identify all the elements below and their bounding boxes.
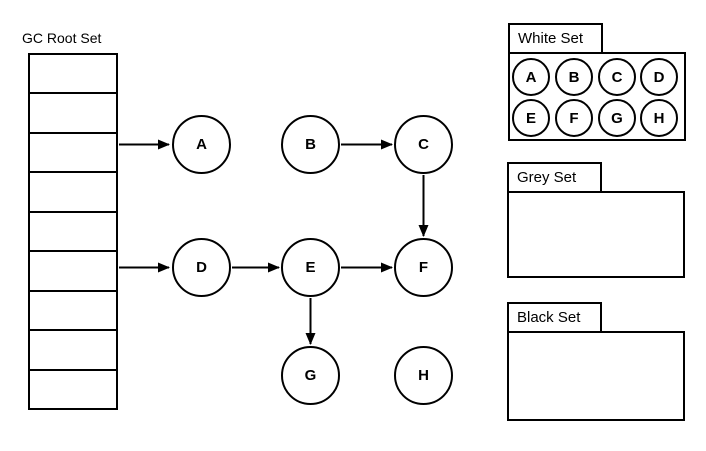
node-label: B (305, 136, 316, 153)
white-set-member: G (598, 99, 636, 137)
root-set-slot (30, 55, 116, 95)
node-h: H (394, 346, 453, 405)
white-set-panel: White Set A B C D E F G H (508, 23, 686, 141)
gc-root-set-table (28, 53, 118, 410)
grey-set-label: Grey Set (517, 169, 577, 186)
node-b: B (281, 115, 340, 174)
white-set-member: E (512, 99, 550, 137)
node-d: D (172, 238, 231, 297)
node-f: F (394, 238, 453, 297)
node-label: G (304, 367, 317, 384)
root-set-slot (30, 173, 116, 213)
root-set-slot (30, 371, 116, 408)
grey-set-tab: Grey Set (507, 162, 602, 193)
root-set-slot (30, 94, 116, 134)
white-set-label: White Set (518, 30, 584, 47)
node-label: E (305, 259, 316, 276)
black-set-panel: Black Set (507, 302, 685, 421)
node-label: A (196, 136, 207, 153)
root-set-slot (30, 134, 116, 174)
white-set-member: D (640, 58, 678, 96)
white-set-member: B (555, 58, 593, 96)
root-set-slot (30, 213, 116, 253)
node-label: F (418, 259, 429, 276)
gc-root-set-label: GC Root Set (22, 30, 102, 46)
white-set-member: A (512, 58, 550, 96)
root-set-slot (30, 292, 116, 332)
white-set-member: F (555, 99, 593, 137)
node-label: D (196, 259, 207, 276)
black-set-label: Black Set (517, 309, 581, 326)
node-a: A (172, 115, 231, 174)
white-set-body: A B C D E F G H (508, 52, 686, 141)
node-g: G (281, 346, 340, 405)
root-set-slot (30, 252, 116, 292)
black-set-body (507, 331, 685, 421)
root-set-slot (30, 331, 116, 371)
black-set-tab: Black Set (507, 302, 602, 333)
grey-set-panel: Grey Set (507, 162, 685, 278)
node-c: C (394, 115, 453, 174)
node-label: H (418, 367, 429, 384)
white-set-member: H (640, 99, 678, 137)
node-label: C (418, 136, 429, 153)
grey-set-body (507, 191, 685, 278)
node-e: E (281, 238, 340, 297)
white-set-member: C (598, 58, 636, 96)
white-set-tab: White Set (508, 23, 603, 54)
